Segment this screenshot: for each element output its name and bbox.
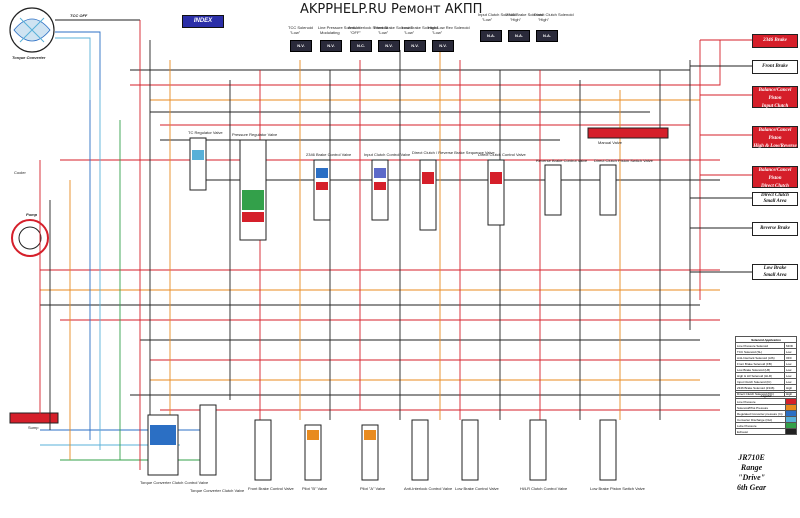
solenoid-state: "OFF": [350, 30, 361, 35]
valve-label: 2346 Brake Control Valve: [306, 152, 352, 157]
cooler-label: Cooler: [14, 170, 26, 175]
valve-label: Pilot "A" Valve: [360, 486, 386, 491]
solenoid-state: "Low": [482, 17, 493, 22]
tcc-off-label: TCC OFF: [70, 13, 88, 18]
solenoid-valve: N.V.: [404, 40, 426, 52]
solenoid-label: 2346 Brake Solenoid: [506, 12, 544, 17]
component-box: Front Brake: [752, 60, 798, 74]
valve-label: Direct Clutch Control Valve: [478, 152, 526, 157]
valve-label: Torque Converter Clutch Valve: [190, 488, 245, 493]
sump-label: Sump: [28, 425, 39, 430]
solenoid-valve: N.A.: [508, 30, 530, 42]
solenoid-state: "Low": [290, 30, 301, 35]
solenoid-label: TCC Solenoid: [288, 25, 313, 30]
index-button[interactable]: INDEX: [182, 15, 224, 28]
valve-label: Manual Valve: [598, 140, 622, 145]
valve-label: Input Clutch Control Valve: [364, 152, 411, 157]
valve-label: Direct Clutch Piston Switch Valve: [594, 158, 653, 163]
solenoid-valve: N.V.: [378, 40, 400, 52]
pump-drawing: [11, 219, 49, 257]
solenoid-valve: N.V.: [320, 40, 342, 52]
solenoid-valve: N.C.: [350, 40, 372, 52]
solenoid-state: Modulating: [320, 30, 340, 35]
valve-label: TC Regulator Valve: [188, 130, 223, 135]
legend-table: Legend Line Pressure Solenoid/Pilot Pres…: [735, 392, 797, 435]
valve-label: Pilot "B" Valve: [302, 486, 328, 491]
solenoid-label: High/Low Rev Solenoid: [428, 25, 470, 30]
solenoid-valve: N.A.: [536, 30, 558, 42]
solenoid-label: Front Brake Solenoid: [374, 25, 412, 30]
valve-label: Direct Clutch / Reverse Brake Sequence V…: [412, 150, 495, 155]
solenoid-valve: N.V.: [432, 40, 454, 52]
site-header: AKPPHELP.RU Ремонт АКПП: [300, 2, 483, 17]
solenoid-label: Direct Clutch Solenoid: [534, 12, 574, 17]
solenoid-state: "Low": [404, 30, 415, 35]
solenoid-application-table: Solenoid Application Line Pressure Solen…: [735, 336, 798, 397]
valve-label: Pressure Regulator Valve: [232, 132, 278, 137]
valve-label: Low Brake Piston Switch Valve: [590, 486, 645, 491]
solenoid-valve: N.V.: [290, 40, 312, 52]
torque-converter-drawing: [9, 7, 55, 53]
component-box: 2346 Brake: [752, 34, 798, 48]
sump-drawing: [9, 412, 59, 424]
valve-label: Anti-Interlock Control Valve: [404, 486, 453, 491]
valve-label: Torque Converter Clutch Control Valve: [140, 480, 209, 485]
solenoid-label: Input Clutch Solenoid: [478, 12, 517, 17]
legend-item: Exhaust: [735, 428, 797, 435]
solenoid-state: "Low": [378, 30, 389, 35]
valve-label: Reverse Brake Control Valve: [536, 158, 588, 163]
solenoid-state: "High": [510, 17, 522, 22]
torque-converter-label: Torque Converter: [12, 55, 46, 60]
valve-label: Low Brake Control Valve: [455, 486, 499, 491]
solenoid-state: "Low": [432, 30, 443, 35]
pump-label: Pump: [26, 212, 38, 217]
solenoid-valve: N.A.: [480, 30, 502, 42]
valve-bodies-middle: [189, 127, 669, 241]
solenoid-state: "High": [538, 17, 550, 22]
solenoid-label: Anti-Interlock Solenoid: [348, 25, 389, 30]
valve-bodies-bottom: [147, 404, 617, 481]
valve-label: Front Brake Control Valve: [248, 486, 294, 491]
diagram-title: JR710E Range "Drive" 6th Gear: [737, 453, 767, 492]
valve-label: Hi/LR Clutch Control Valve: [520, 486, 568, 491]
solenoid-label: Line Pressure Solenoid: [318, 25, 360, 30]
component-box: Reverse Brake: [752, 222, 798, 236]
table-row: 2346 Brake Solenoid (2346)High: [735, 384, 798, 391]
solenoid-label: Low Brake Solenoid: [402, 25, 438, 30]
